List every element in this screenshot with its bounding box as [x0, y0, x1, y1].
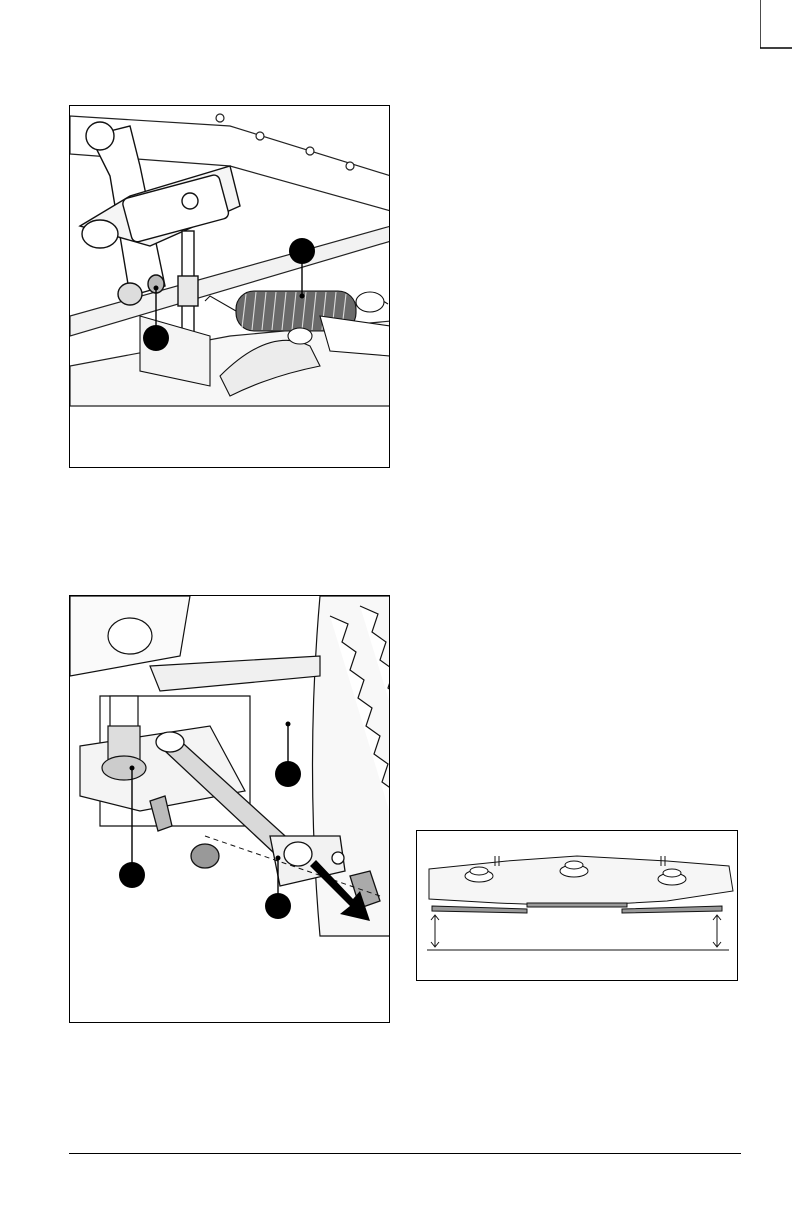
- mower-deck-illustration: [417, 831, 738, 981]
- leader-dot: [300, 294, 305, 299]
- tire-tread: [313, 596, 391, 936]
- hanger-pin-illustration: [70, 596, 390, 1023]
- callout-circle-spring: [289, 238, 315, 264]
- double-headed-measure-arrow-icon: [431, 915, 721, 947]
- callout-circle-bushing: [119, 862, 145, 888]
- footer-rule: [69, 1153, 741, 1154]
- callout-circle-pin: [143, 325, 169, 351]
- figure-deck-hanger-pin: [69, 595, 390, 1023]
- callout-circle-frame: [275, 761, 301, 787]
- leader-dot: [154, 286, 159, 291]
- figure-lift-link-spring: [69, 105, 390, 468]
- callout-circle-pin: [265, 893, 291, 919]
- corner-crop-mark-icon: [760, 0, 792, 60]
- figure-blade-height-measure: [416, 830, 738, 981]
- lift-link-illustration: [70, 106, 390, 468]
